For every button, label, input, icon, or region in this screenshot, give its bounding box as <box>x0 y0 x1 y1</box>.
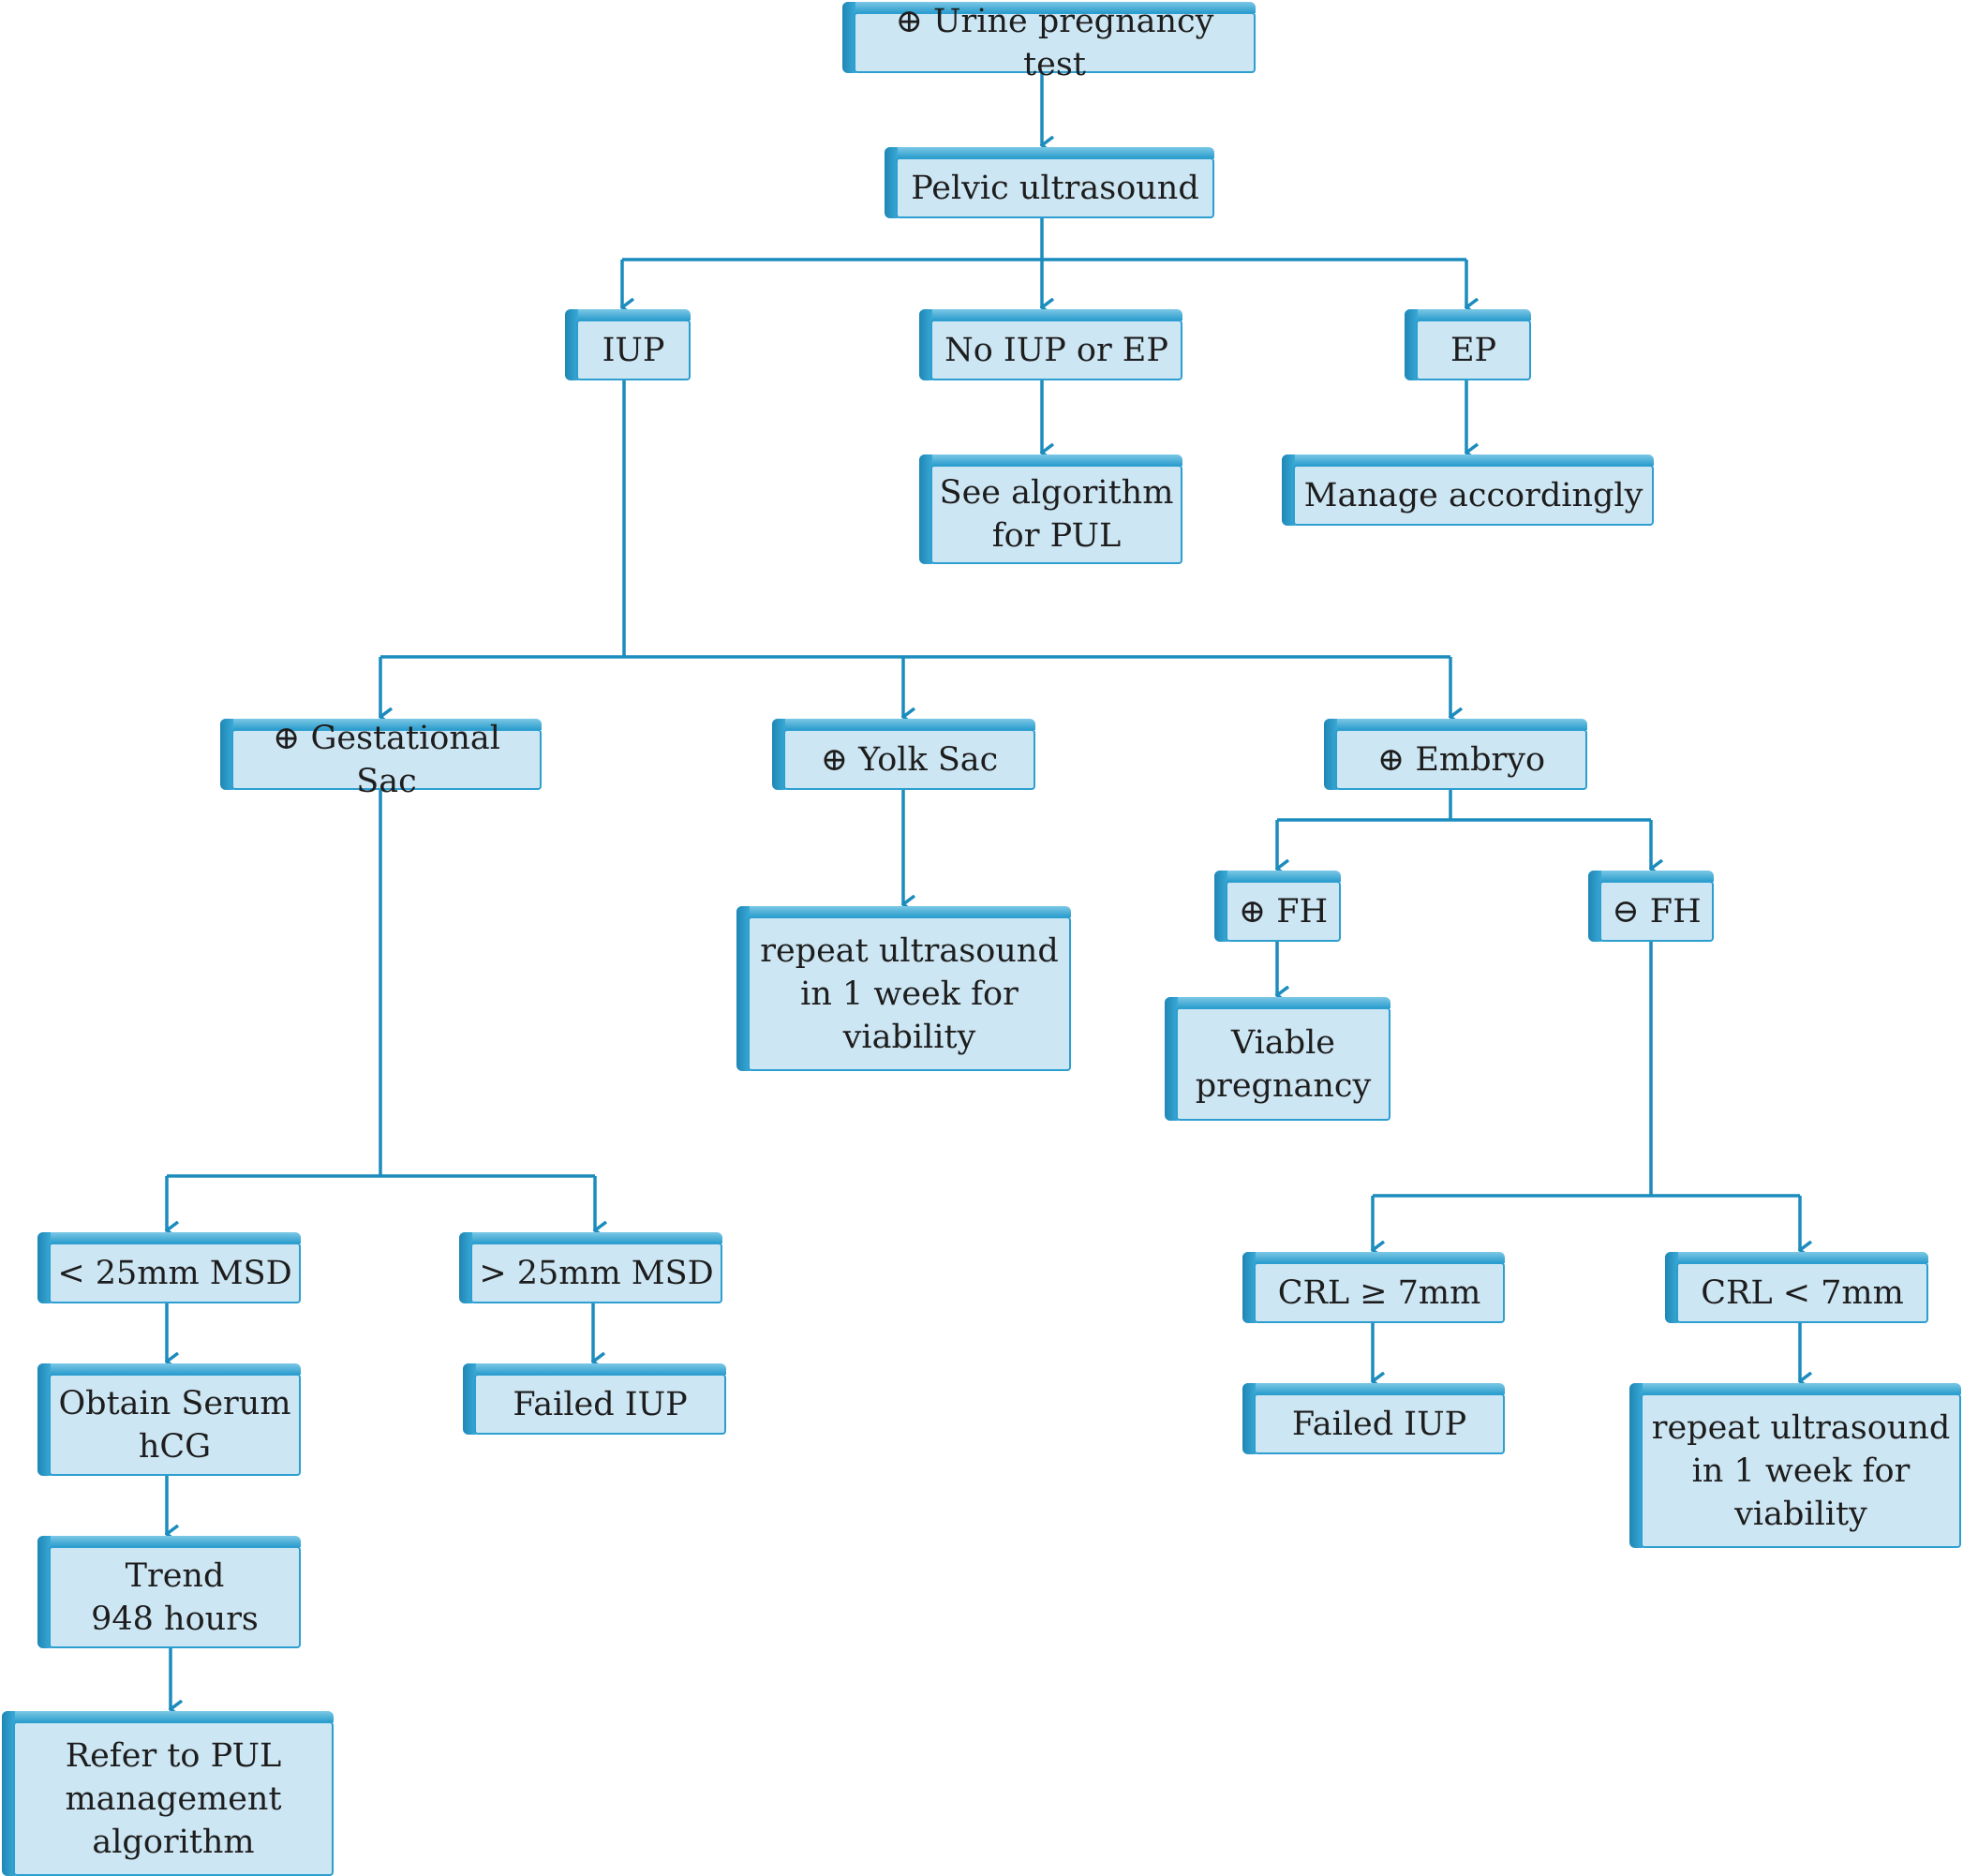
node-no-iup-or-ep: No IUP or EP <box>919 309 1182 380</box>
node-ep-label: EP <box>1416 320 1531 380</box>
node-fh-positive: ⊕ FH <box>1214 871 1341 942</box>
node-failed-iup-1: Failed IUP <box>463 1363 726 1435</box>
node-crl-less-label: CRL < 7mm <box>1676 1262 1928 1323</box>
node-embryo-label: ⊕ Embryo <box>1335 729 1587 790</box>
node-msd-greater: > 25mm MSD <box>459 1232 722 1303</box>
node-failed-iup-2-label: Failed IUP <box>1254 1393 1505 1454</box>
node-see-algorithm-label: See algorithm for PUL <box>930 465 1182 564</box>
node-pelvic-ultrasound: Pelvic ultrasound <box>885 147 1214 218</box>
node-msd-less-label: < 25mm MSD <box>49 1243 301 1303</box>
node-urine-test-label: ⊕ Urine pregnancy test <box>854 3 1256 83</box>
node-embryo: ⊕ Embryo <box>1324 719 1587 790</box>
node-trend-label: Trend 948 hours <box>49 1546 301 1648</box>
node-crl-greater-equal-label: CRL ≥ 7mm <box>1254 1262 1505 1323</box>
node-iup: IUP <box>565 309 691 380</box>
node-gestational-sac: ⊕ Gestational Sac <box>220 719 542 800</box>
node-yolk-sac-label: ⊕ Yolk Sac <box>783 729 1035 790</box>
node-fh-positive-label: ⊕ FH <box>1226 881 1341 942</box>
node-obtain-serum-hcg-label: Obtain Serum hCG <box>49 1374 301 1476</box>
node-msd-greater-label: > 25mm MSD <box>470 1243 722 1303</box>
node-repeat-ultrasound-1-label: repeat ultrasound in 1 week for viabilit… <box>748 916 1071 1071</box>
node-see-algorithm: See algorithm for PUL <box>919 454 1182 564</box>
node-urine-test: ⊕ Urine pregnancy test <box>842 2 1256 83</box>
node-manage-accordingly: Manage accordingly <box>1282 454 1654 526</box>
node-viable-pregnancy-label: Viable pregnancy <box>1176 1007 1390 1121</box>
node-repeat-ultrasound-2-label: repeat ultrasound in 1 week for viabilit… <box>1641 1393 1961 1548</box>
node-failed-iup-1-label: Failed IUP <box>474 1374 726 1435</box>
node-yolk-sac: ⊕ Yolk Sac <box>772 719 1035 790</box>
node-fh-negative-label: ⊖ FH <box>1599 881 1714 942</box>
node-repeat-ultrasound-2: repeat ultrasound in 1 week for viabilit… <box>1629 1383 1961 1548</box>
node-iup-label: IUP <box>576 320 691 380</box>
node-refer-pul: Refer to PUL management algorithm <box>2 1711 334 1876</box>
node-repeat-ultrasound-1: repeat ultrasound in 1 week for viabilit… <box>736 906 1071 1071</box>
node-gestational-sac-label: ⊕ Gestational Sac <box>231 720 542 800</box>
node-no-iup-or-ep-label: No IUP or EP <box>930 320 1182 380</box>
node-crl-less: CRL < 7mm <box>1665 1252 1928 1323</box>
node-ep: EP <box>1405 309 1531 380</box>
node-trend: Trend 948 hours <box>37 1536 301 1648</box>
node-fh-negative: ⊖ FH <box>1588 871 1714 942</box>
node-manage-accordingly-label: Manage accordingly <box>1293 465 1654 526</box>
node-refer-pul-label: Refer to PUL management algorithm <box>13 1721 334 1876</box>
node-failed-iup-2: Failed IUP <box>1242 1383 1505 1454</box>
node-pelvic-ultrasound-label: Pelvic ultrasound <box>896 157 1214 218</box>
node-msd-less: < 25mm MSD <box>37 1232 301 1303</box>
node-obtain-serum-hcg: Obtain Serum hCG <box>37 1363 301 1476</box>
node-crl-greater-equal: CRL ≥ 7mm <box>1242 1252 1505 1323</box>
node-viable-pregnancy: Viable pregnancy <box>1165 997 1390 1121</box>
